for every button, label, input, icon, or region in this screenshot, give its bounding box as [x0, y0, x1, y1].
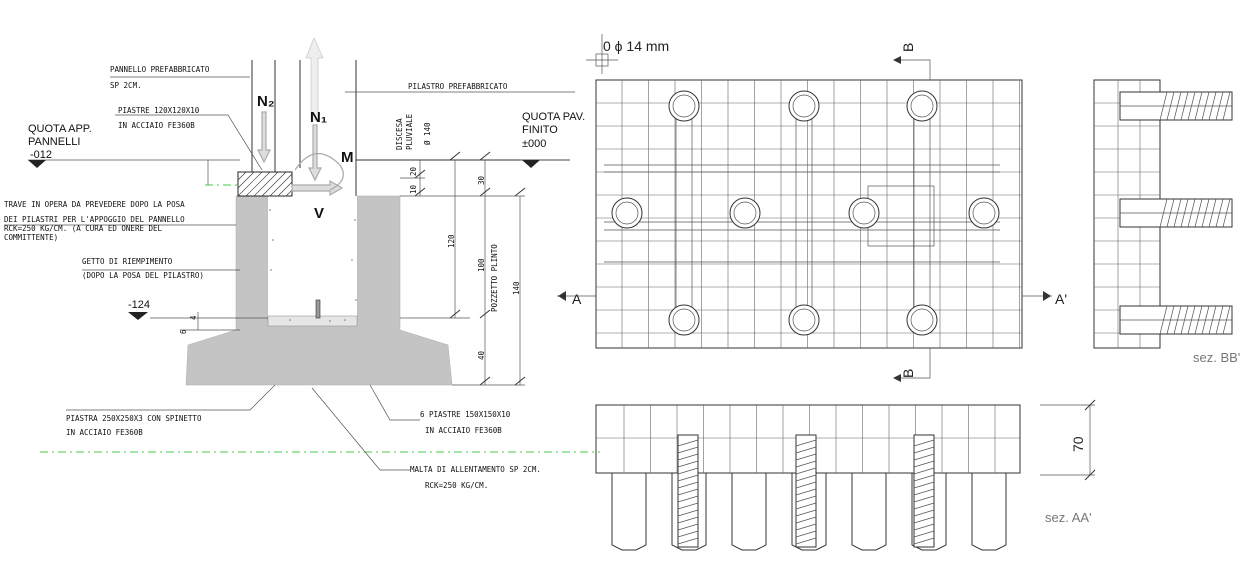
dim-140: 140 — [512, 281, 521, 295]
label-discesa-3: Ø 140 — [423, 122, 432, 145]
dim-120: 120 — [447, 234, 456, 248]
label-section-a-right: A' — [1055, 291, 1067, 307]
label-piastre-150-mat: IN ACCIAIO FE360B — [425, 426, 502, 435]
force-arrows — [257, 111, 344, 197]
label-getto-1: GETTO DI RIEMPIMENTO — [82, 257, 173, 266]
label-quota-app-2: PANNELLI — [28, 136, 80, 148]
label-quota-app-val: -012 — [30, 149, 52, 161]
dim-40: 40 — [477, 350, 486, 360]
label-section-b-bottom: B — [900, 369, 916, 378]
fill-layer — [267, 315, 358, 327]
label-rebar: 0 ϕ 14 mm — [603, 38, 669, 54]
label-pannello: PANNELLO PREFABBRICATO — [110, 65, 210, 74]
dim-100: 100 — [477, 258, 486, 272]
label-trave-1: TRAVE IN OPERA DA PREVEDERE DOPO LA POSA — [4, 200, 185, 209]
label-quota-pav: QUOTA PAV. — [522, 111, 585, 123]
label-piastra-250: PIASTRA 250X250X3 CON SPINETTO — [66, 414, 202, 423]
label-section-b-top: B — [900, 43, 916, 52]
dim-6: 6 — [179, 329, 188, 334]
label-trave-3: RCK=250 KG/CM. (A CURA ED ONERE DEL — [4, 224, 163, 233]
label-quota-pav-val: ±000 — [522, 138, 546, 150]
dim-70: 70 — [1070, 436, 1086, 452]
label-malta-2: RCK=250 KG/CM. — [425, 481, 488, 490]
label-piastre-120-mat: IN ACCIAIO FE360B — [118, 121, 195, 130]
plan-rebar-bars — [604, 100, 1000, 330]
label-pilastro: PILASTRO PREFABBRICATO — [408, 82, 508, 91]
label-m: M — [341, 149, 354, 166]
beam-hatch — [237, 171, 293, 197]
label-quota-app: QUOTA APP. — [28, 123, 92, 135]
plinth-cavity — [268, 196, 357, 322]
label-section-a-left: A — [572, 291, 582, 307]
label-discesa-1: DISCESA — [395, 118, 404, 150]
plan-anchor-rings — [611, 90, 1000, 336]
dim-4: 4 — [189, 315, 198, 320]
dim-30: 30 — [477, 175, 486, 185]
label-sez-bb: sez. BB' — [1193, 350, 1240, 365]
label-pannello-sp: SP 2CM. — [110, 81, 142, 90]
label-quota-pav-2: FINITO — [522, 124, 558, 136]
dim-10: 10 — [409, 184, 418, 194]
label-trave-4: COMMITTENTE) — [4, 233, 58, 242]
label-piastre-150: 6 PIASTRE 150X150X10 — [420, 410, 511, 419]
label-quota-fondo: -124 — [128, 299, 150, 311]
label-v: V — [314, 205, 324, 222]
label-trave-2: DEI PILASTRI PER L'APPOGGIO DEL PANNELLO — [4, 215, 185, 224]
label-malta-1: MALTA DI ALLENTAMENTO SP 2CM. — [410, 465, 541, 474]
label-getto-2: (DOPO LA POSA DEL PILASTRO) — [82, 271, 204, 280]
dim-ticks — [414, 151, 526, 386]
label-discesa-2: PLUVIALE — [405, 113, 414, 150]
label-n1: N₁ — [310, 109, 327, 126]
section-aa-piles — [611, 434, 1007, 551]
leader-lines — [4, 76, 575, 471]
label-piastra-250-mat: IN ACCIAIO FE360B — [66, 428, 143, 437]
dim-20: 20 — [409, 166, 418, 176]
beam-block — [237, 171, 293, 197]
label-pozzetto: POZZETTO PLINTO — [490, 244, 499, 312]
label-sez-aa: sez. AA' — [1045, 510, 1092, 525]
label-n2: N₂ — [257, 93, 275, 110]
label-piastre-120: PIASTRE 120X120X10 — [118, 106, 200, 115]
concrete-texture — [269, 209, 357, 322]
axial-arrow — [305, 36, 324, 121]
section-bb-bars — [1119, 91, 1233, 335]
